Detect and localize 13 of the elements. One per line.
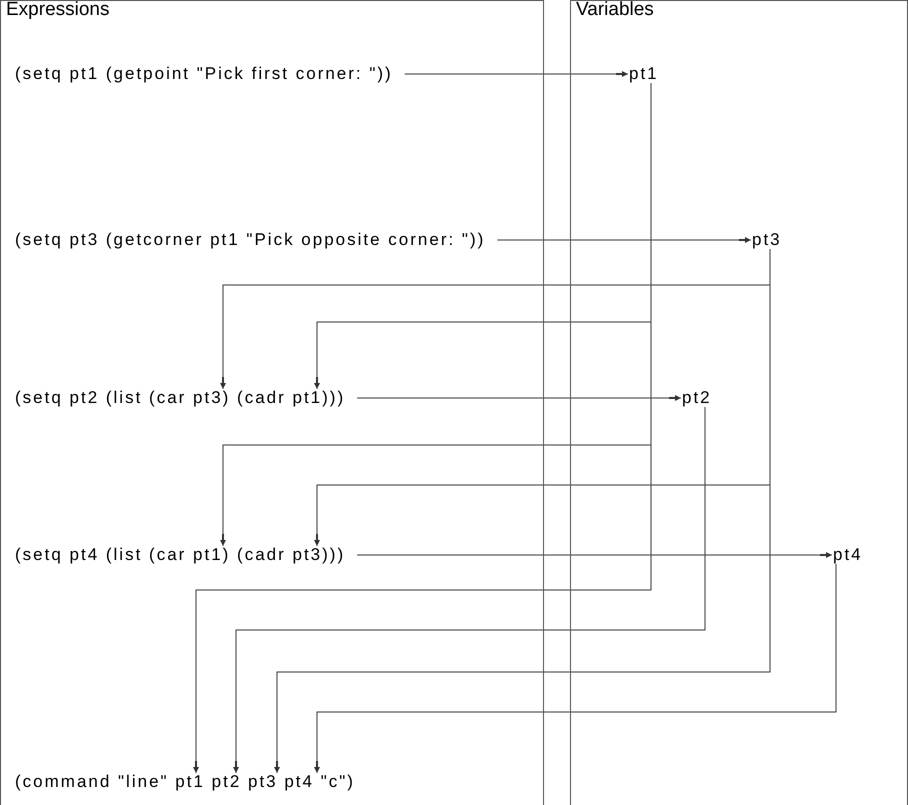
panel-heading: Variables	[576, 0, 654, 21]
code-expression: (setq pt1 (getpoint "Pick first corner: "))	[15, 65, 393, 83]
code-expression: (command "line" pt1 pt2 pt3 pt4 "c")	[15, 773, 355, 791]
panel-heading: Expressions	[6, 0, 110, 21]
panel	[0, 0, 544, 805]
code-expression: (setq pt3 (getcorner pt1 "Pick opposite corner: "))	[15, 231, 486, 249]
variable-label: pt1	[629, 65, 659, 83]
panel	[570, 0, 908, 805]
variable-label: pt2	[682, 389, 712, 407]
variable-label: pt3	[752, 231, 782, 249]
variable-label: pt4	[833, 546, 863, 564]
code-expression: (setq pt2 (list (car pt3) (cadr pt1)))	[15, 389, 346, 407]
code-expression: (setq pt4 (list (car pt1) (cadr pt3)))	[15, 546, 346, 564]
